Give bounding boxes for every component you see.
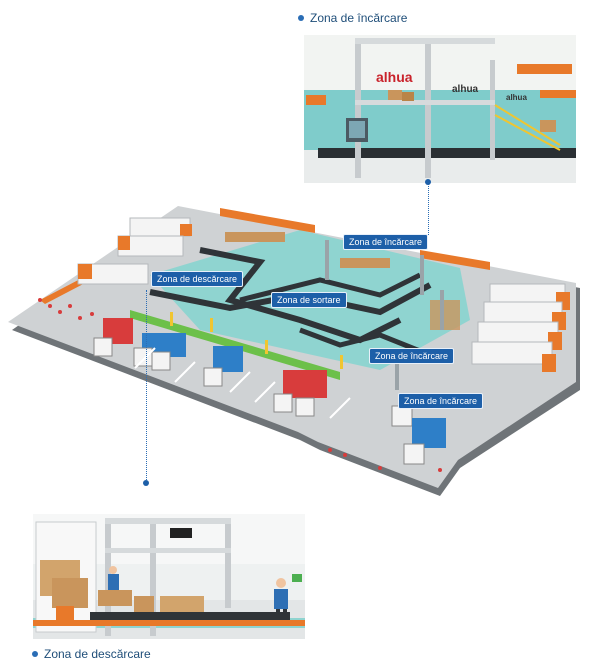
unloading-zone-caption-text: Zona de descărcare [44,647,151,661]
truck-left-3 [77,263,149,285]
leader-pin-bottom [143,480,149,486]
unloading-zone-caption-bottom: Zona de descărcare [32,647,151,661]
truck-left-2 [117,235,184,257]
leader-pin-top [425,179,431,185]
loading-zone-caption-top: Zona de încărcare [298,11,407,25]
trucks-right [471,283,570,372]
bullet-icon [298,15,304,21]
loading-zone-caption-text: Zona de încărcare [310,11,408,25]
unloading-zone-inset-image [33,514,305,639]
leader-line-bottom [146,290,147,480]
trucks-bottom [93,318,446,465]
truck-left-1 [129,217,192,237]
callout-sorting-zone: Zona de sortare [271,292,347,308]
svg-text:alhua: alhua [506,93,527,102]
svg-text:alhua: alhua [452,84,479,95]
leader-line-top [428,183,429,235]
callout-loading-zone-2: Zona de încărcare [369,348,455,364]
bullet-icon [32,651,38,657]
loading-zone-inset-image: alhua alhua alhua [304,35,576,183]
callout-loading-zone-1: Zona de încărcare [343,234,429,250]
logo-text: alhua [376,69,413,85]
callout-unloading-zone: Zona de descărcare [151,271,244,287]
callout-loading-zone-3: Zona de încărcare [398,393,484,409]
warehouse-floor-map [8,206,580,496]
